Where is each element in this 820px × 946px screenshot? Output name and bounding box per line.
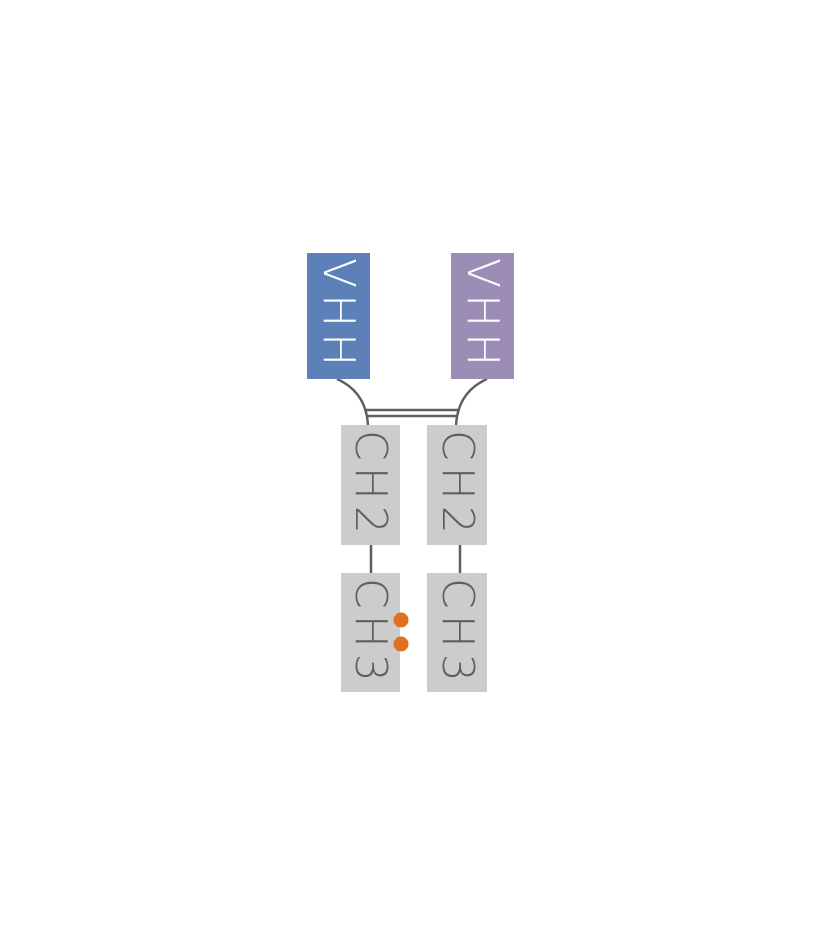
ch2-right-domain: CH2 xyxy=(427,425,487,545)
ch3-left-label: CH3 xyxy=(345,578,396,688)
ch2-left-domain: CH2 xyxy=(341,425,400,545)
knob-dot-1 xyxy=(393,612,409,628)
ch3-right-domain: CH3 xyxy=(427,573,487,692)
ch2-left-label: CH2 xyxy=(345,430,396,540)
vhh-left-domain: VHH xyxy=(307,253,370,379)
ch3-left-domain: CH3 xyxy=(341,573,400,692)
ch3-right-label: CH3 xyxy=(432,578,483,688)
vhh-left-label: VHH xyxy=(313,258,364,372)
ch2-right-label: CH2 xyxy=(432,430,483,540)
knob-dot-2 xyxy=(393,636,409,652)
vhh-right-label: VHH xyxy=(457,258,508,372)
hinge-left xyxy=(336,377,370,426)
hinge-right xyxy=(454,377,488,426)
vhh-right-domain: VHH xyxy=(451,253,514,379)
